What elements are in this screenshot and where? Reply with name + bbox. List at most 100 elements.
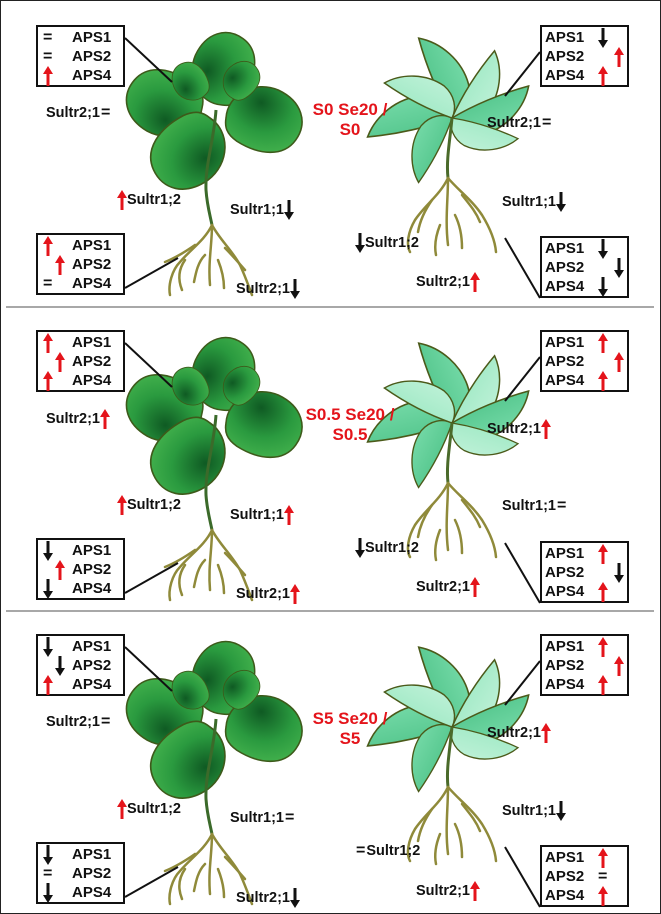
gene-symbol: = xyxy=(356,842,366,859)
aps-label: APS2 xyxy=(545,564,585,581)
connector-line xyxy=(504,660,541,706)
root xyxy=(446,481,498,559)
gene-label: Sultr1;1 xyxy=(230,505,294,525)
root xyxy=(223,551,247,577)
down-arrow-icon xyxy=(355,538,365,558)
aps-row: APS1 xyxy=(38,845,123,865)
aps-row: APS2 xyxy=(38,255,123,275)
aps-row: APS1 xyxy=(542,333,627,353)
gene-label: Sultr2;1 xyxy=(416,881,480,901)
aps-label: APS4 xyxy=(545,676,585,693)
root xyxy=(445,481,450,552)
down-arrow-icon xyxy=(290,888,300,908)
root xyxy=(208,832,214,896)
aps-symbol: = xyxy=(43,865,53,882)
aps-label: APS1 xyxy=(545,638,585,655)
root xyxy=(446,176,498,254)
connector-line xyxy=(124,866,179,898)
gene-label: Sultr1;2 xyxy=(117,799,181,819)
gene-symbol: = xyxy=(557,497,567,514)
aps-label: APS4 xyxy=(545,278,585,295)
root xyxy=(416,807,434,843)
aps-row: APS1 xyxy=(38,333,123,353)
gene-label: Sultr1;1 xyxy=(230,200,294,220)
connector-line xyxy=(504,356,541,402)
aps-row: APS2= xyxy=(542,868,627,886)
leaf xyxy=(450,117,520,151)
gene-label: Sultr2;1 xyxy=(236,279,300,299)
connector-line xyxy=(124,562,179,594)
right-plant xyxy=(366,37,530,257)
up-arrow-icon xyxy=(117,190,127,210)
root xyxy=(168,832,214,906)
stem xyxy=(446,117,454,179)
down-arrow-icon xyxy=(43,579,53,599)
root xyxy=(178,563,187,597)
root xyxy=(433,528,442,562)
root xyxy=(446,785,498,863)
gene-label: Sultr1;1 xyxy=(502,192,566,212)
down-arrow-icon xyxy=(43,541,53,561)
aps-label: APS1 xyxy=(545,849,585,866)
connector-line xyxy=(124,257,179,289)
root xyxy=(453,518,464,555)
gene-label: =Sultr1;2 xyxy=(355,842,420,860)
aps-label: APS4 xyxy=(72,580,112,597)
gene-name: Sultr1;1 xyxy=(230,810,284,826)
aps-row: APS4 xyxy=(542,886,627,906)
down-arrow-icon xyxy=(556,192,566,212)
up-arrow-icon xyxy=(598,333,608,353)
aps-row: APS4 xyxy=(542,277,627,297)
root xyxy=(216,258,226,290)
up-arrow-icon xyxy=(598,886,608,906)
up-arrow-icon xyxy=(598,544,608,564)
root xyxy=(192,862,207,893)
gene-label: Sultr1;2 xyxy=(355,233,419,253)
up-arrow-icon xyxy=(117,495,127,515)
gene-name: Sultr1;2 xyxy=(127,191,181,208)
condition-label: S0.5 Se20 /S0.5 xyxy=(295,405,405,445)
gene-name: Sultr2;1 xyxy=(236,889,290,906)
aps-label: APS4 xyxy=(72,676,112,693)
gene-label: Sultr2;1 xyxy=(416,577,480,597)
aps-row: APS2 xyxy=(542,47,627,67)
aps-row: APS1 xyxy=(542,28,627,48)
aps-label: APS4 xyxy=(545,583,585,600)
down-arrow-icon xyxy=(43,637,53,657)
stem xyxy=(446,422,454,484)
aps-label: APS1 xyxy=(72,846,112,863)
down-arrow-icon xyxy=(614,563,624,583)
gene-symbol: = xyxy=(285,809,295,826)
connector-line xyxy=(504,51,541,97)
gene-name: Sultr2;1 xyxy=(416,578,470,595)
down-arrow-icon xyxy=(556,801,566,821)
root xyxy=(208,528,214,592)
condition-label: S5 Se20 /S5 xyxy=(295,709,405,749)
condition-line-2: S0.5 xyxy=(332,425,368,444)
root xyxy=(192,253,207,284)
aps-label: APS2 xyxy=(72,353,112,370)
root xyxy=(460,498,482,529)
up-arrow-icon xyxy=(55,255,65,275)
aps-label: APS4 xyxy=(72,275,112,292)
root xyxy=(460,193,482,224)
gene-label: Sultr1;1= xyxy=(502,497,567,515)
aps-row: APS4 xyxy=(542,371,627,391)
root xyxy=(168,223,214,297)
aps-row: APS2 xyxy=(38,560,123,580)
gene-name: Sultr2;1 xyxy=(236,585,290,602)
aps-row: APS4 xyxy=(542,582,627,602)
aps-row: APS4 xyxy=(542,675,627,695)
condition-line-1: S0.5 Se20 / xyxy=(305,405,395,424)
leaf xyxy=(222,61,261,101)
up-arrow-icon xyxy=(614,656,624,676)
leaf xyxy=(450,422,520,456)
gene-label: Sultr1;1 xyxy=(502,801,566,821)
up-arrow-icon xyxy=(117,799,127,819)
gene-name: Sultr2;1 xyxy=(46,714,100,730)
